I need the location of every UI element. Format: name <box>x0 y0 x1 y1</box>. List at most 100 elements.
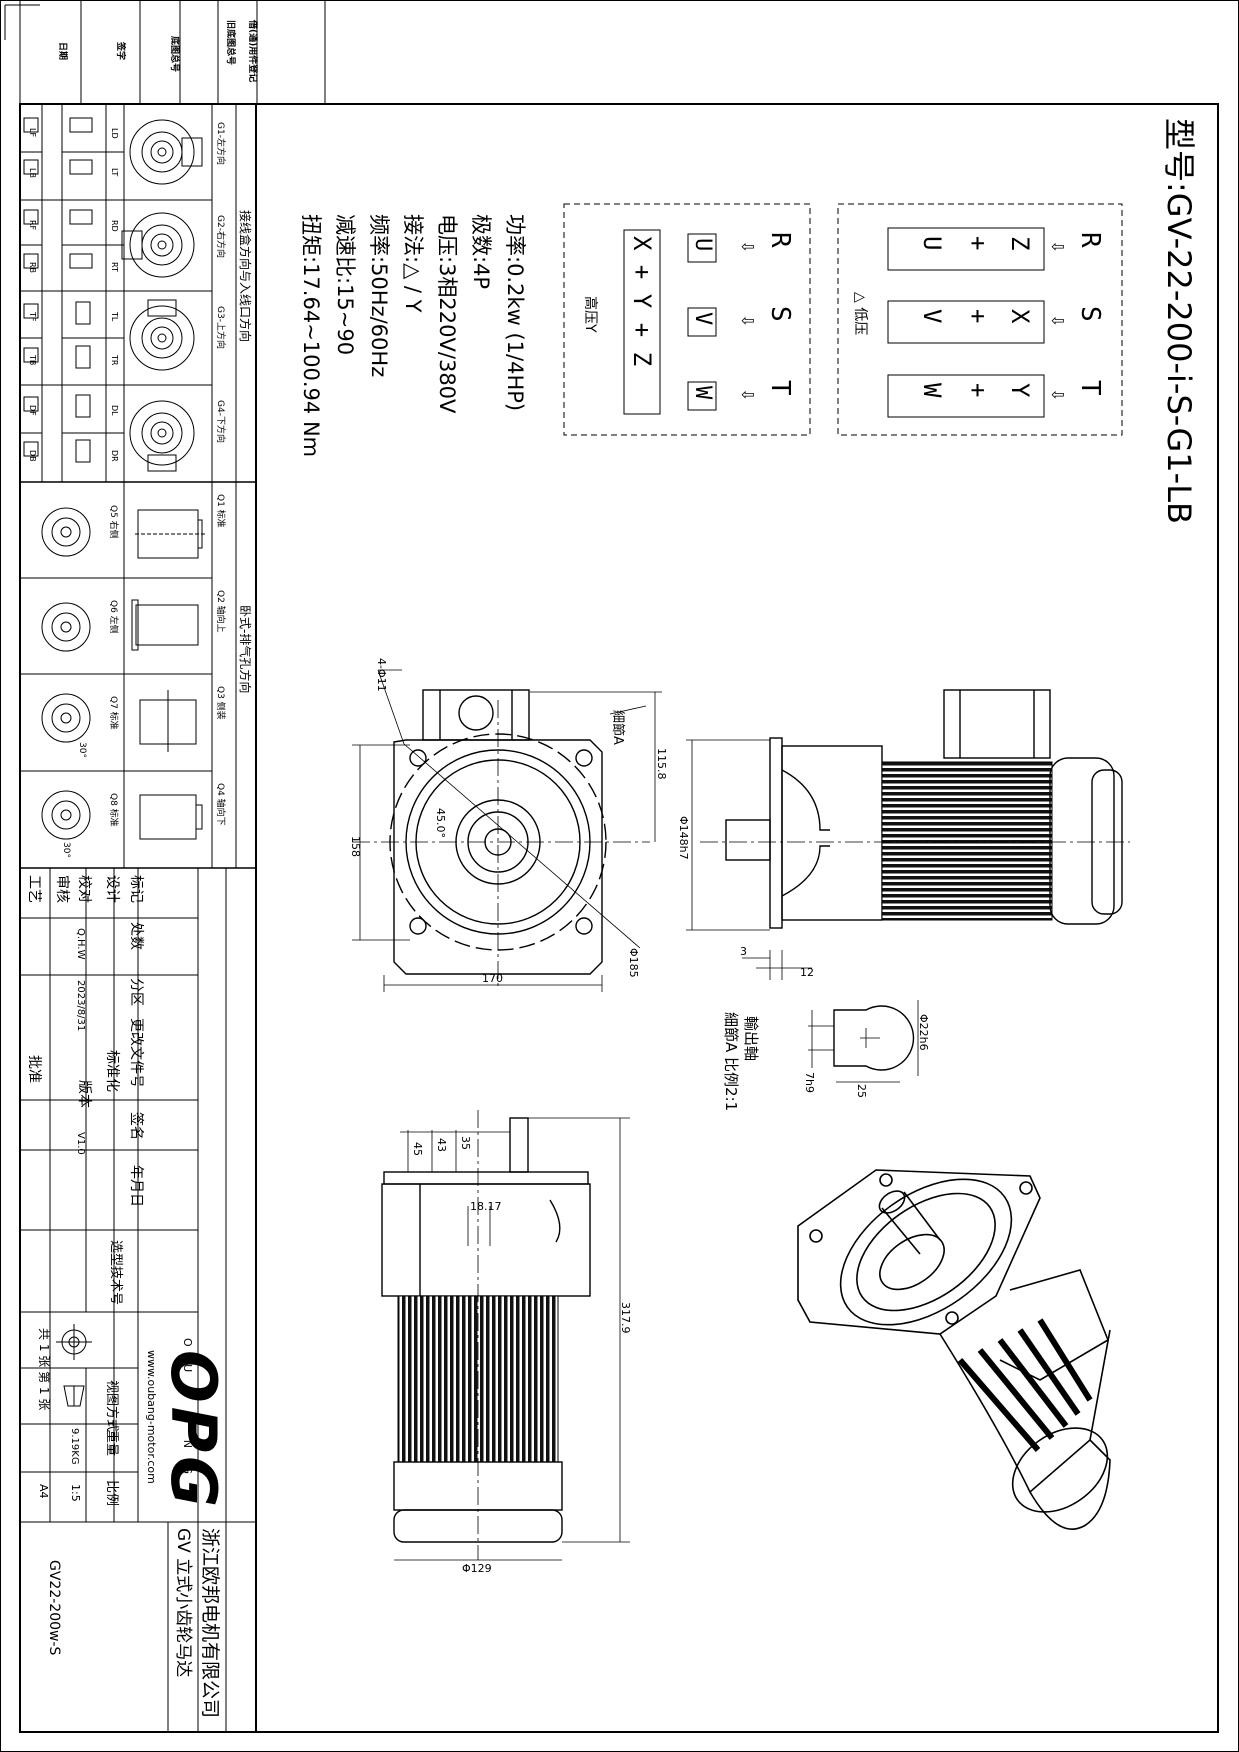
mini-motor-icons <box>23 117 93 463</box>
angle-label: 30° <box>77 742 87 758</box>
svg-text:⇩: ⇩ <box>1048 240 1067 253</box>
weight-value: 9.19KG <box>69 1428 80 1465</box>
code-label: TL <box>110 311 119 322</box>
side-view <box>686 689 1130 980</box>
titleblock-cell: 标记 <box>128 875 144 903</box>
angle-label: 30° <box>61 842 71 858</box>
svg-text:+: + <box>964 236 992 250</box>
dim-label: Φ148h7 <box>677 816 690 860</box>
terminal: Y <box>1006 383 1034 398</box>
junction-icon-g3 <box>129 299 195 371</box>
code-label: TB <box>28 354 37 365</box>
junction-icon-g1 <box>129 119 203 185</box>
brand-logo: OPG <box>157 1350 230 1511</box>
code-label: RT <box>110 262 119 272</box>
dim-label: 3 <box>740 945 747 958</box>
terminal: S <box>765 306 795 322</box>
view-label: 视图方式 <box>104 1380 120 1432</box>
junction-icon-g4 <box>129 400 195 472</box>
version: V1.0 <box>75 1132 86 1155</box>
svg-text:+: + <box>964 383 992 397</box>
mount-option-label: Q4 轴向下 <box>215 783 227 826</box>
wiring-low-voltage: R S T ⇩⇩⇩ Z + U X + V Y + W △ 低压 <box>837 203 1123 436</box>
sheet-count: 共 1 张 第 1 张 <box>37 1328 51 1410</box>
mount-option-label: Q5 右侧 <box>108 505 120 539</box>
code-label: RF <box>28 220 37 231</box>
mount-option-label: Q8 标准 <box>108 793 120 827</box>
designer: Q.H.W <box>75 928 86 960</box>
dim-label: 43 <box>435 1138 448 1152</box>
spec-line: 减速比:15~90 <box>333 214 357 355</box>
mount-title: 卧式-排气孔方向 <box>238 605 253 693</box>
dim-label: 45 <box>411 1142 424 1156</box>
titleblock-cell: 更改文件号 <box>128 1018 144 1088</box>
dim-label: 115.8 <box>655 748 668 780</box>
mount-option-label: Q6 左侧 <box>108 600 120 634</box>
dim-label: 12 <box>800 966 814 979</box>
titleblock-cell: 签名 <box>128 1112 145 1140</box>
titleblock-cell: 标准化 <box>104 1050 120 1092</box>
side-dims: Φ148h7 3 12 <box>677 816 814 979</box>
terminal: V <box>690 312 715 325</box>
scale-value: 1:5 <box>69 1484 82 1502</box>
dim-label: 18.17 <box>470 1200 502 1213</box>
date: 2023/8/31 <box>75 980 86 1031</box>
scale-label: 比例 <box>104 1480 119 1506</box>
junction-option-label: G2-右方向 <box>215 215 227 258</box>
bottom-view <box>381 1110 630 1561</box>
bottom-dims: 35 43 45 18.17 317.9 Φ129 <box>411 1136 632 1575</box>
terminal: S <box>1075 306 1105 322</box>
code-label: LF <box>28 128 37 137</box>
junction-option-label: G4-下方向 <box>215 400 227 443</box>
wiring-high-voltage: R S T ⇩⇩⇩ U V W X + Y + Z 高压Y <box>563 203 811 436</box>
code-label: TR <box>110 354 119 366</box>
titleblock-cell: 审核 <box>54 875 70 903</box>
mount-icons <box>41 507 205 840</box>
front-flange-view <box>352 669 662 992</box>
junction-option-label: G3-上方向 <box>215 306 227 349</box>
dim-label: Φ22h6 <box>917 1014 930 1051</box>
spec-line: 接法:△ / Y <box>401 214 425 313</box>
corner-label: 签字 <box>115 41 127 60</box>
shaft-detail <box>808 1000 919 1083</box>
terminal: Z <box>1006 236 1034 250</box>
dim-label: 7h9 <box>803 1072 816 1093</box>
star-bridge: X + Y + Z <box>628 236 656 366</box>
terminal: X <box>1006 309 1034 324</box>
wiring-label: 高压Y <box>582 296 599 333</box>
titleblock-cell: 年月日 <box>128 1165 144 1207</box>
terminal: R <box>765 232 795 248</box>
junction-icon-g2 <box>121 212 195 278</box>
titleblock-cell: 工艺 <box>26 875 42 903</box>
front-dims: 4-Φ11 115.8 158 45.0° Φ185 170 細節A <box>349 658 668 985</box>
spec-line: 扭矩:17.64~100.94 Nm <box>299 214 323 457</box>
corner-label: 底图总号 <box>169 36 181 72</box>
options-table: 接线盒方向与入线口方向 卧式-排气孔方向 G1-左方向 G2-右方向 G3-上方… <box>20 104 256 869</box>
terminal: T <box>1075 380 1105 396</box>
titleblock-cell: 版本 <box>76 1080 92 1108</box>
first-angle-symbol <box>56 1324 92 1407</box>
corner-label: 日期 <box>57 42 69 60</box>
dim-label: Φ129 <box>462 1562 492 1575</box>
dim-label: Φ185 <box>627 948 640 978</box>
corner-registration-block: 借(通)用件登记 旧底图总号 底图总号 签字 日期 <box>4 0 326 105</box>
spec-line: 频率:50Hz/60Hz <box>367 214 391 377</box>
code-label: LD <box>110 128 119 139</box>
terminal: W <box>690 386 715 400</box>
brand-sub: O U B A N G <box>181 1338 194 1481</box>
dim-label: 158 <box>349 836 362 857</box>
titleblock-cell: 处数 <box>128 922 144 950</box>
code-label: DR <box>110 450 119 462</box>
detail-a-callout: 細節A <box>610 710 625 745</box>
dim-label: 35 <box>459 1136 472 1150</box>
corner-label: 借(通)用件登记 <box>247 19 259 82</box>
mount-option-label: Q2 轴向上 <box>215 590 227 633</box>
terminal: V <box>918 309 946 323</box>
company-name: 浙江欧邦电机有限公司 <box>199 1528 221 1718</box>
svg-text:+: + <box>964 309 992 323</box>
dim-label: 170 <box>482 972 503 985</box>
specs-block: 功率:0.2kw (1/4HP) 极数:4P 电压:3相220V/380V 接法… <box>299 214 527 457</box>
wiring-label: △ 低压 <box>852 292 868 335</box>
code-label: LT <box>110 168 119 176</box>
corner-label: 旧底图总号 <box>225 20 237 65</box>
